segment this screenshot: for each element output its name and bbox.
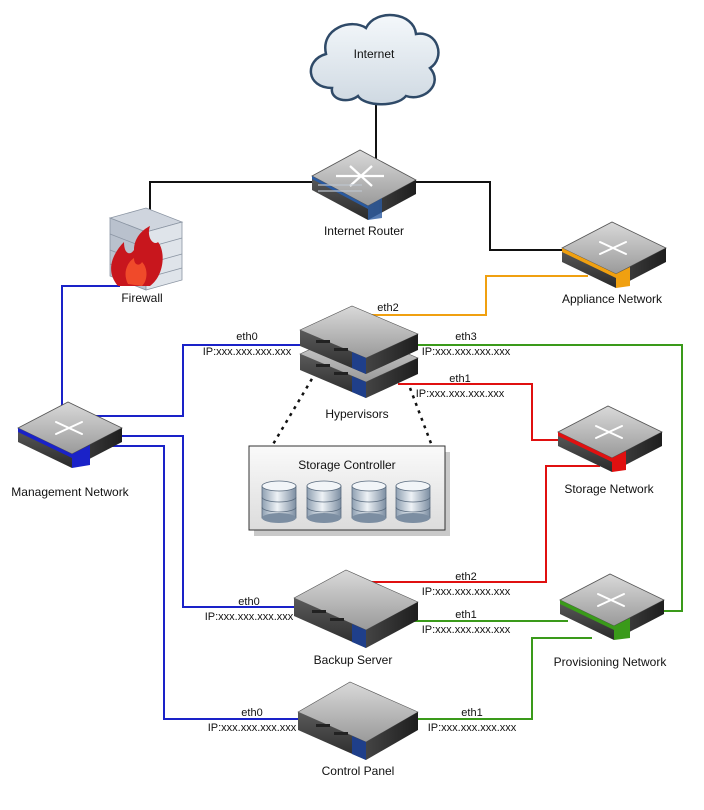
backup-server[interactable]: Backup Server bbox=[293, 569, 419, 667]
hyp-eth3-label: eth3 bbox=[455, 331, 476, 343]
control-panel-server[interactable]: Control Panel bbox=[297, 681, 419, 778]
storage-switch[interactable]: Storage Network bbox=[557, 405, 663, 496]
disk-icons bbox=[261, 480, 431, 523]
cp-eth0-label: eth0 bbox=[241, 707, 262, 719]
link-router-firewall bbox=[149, 181, 318, 222]
bk-eth1-label: eth1 bbox=[455, 609, 476, 621]
cp-eth1-label: eth1 bbox=[461, 707, 482, 719]
storage-controller[interactable]: Storage Controller bbox=[248, 445, 450, 536]
bk-eth2-ip: IP:xxx.xxx.xxx.xxx bbox=[422, 586, 511, 598]
link-router-appliance bbox=[412, 181, 568, 251]
cp-eth0-ip: IP:xxx.xxx.xxx.xxx bbox=[208, 722, 297, 734]
storage-network-label: Storage Network bbox=[564, 482, 654, 496]
provisioning-switch[interactable]: Provisioning Network bbox=[554, 573, 668, 669]
link-hypervisor-provisioning bbox=[408, 344, 683, 612]
control-panel-label: Control Panel bbox=[322, 764, 395, 778]
link-hypervisor-storage bbox=[398, 383, 570, 441]
storage-controller-links bbox=[270, 371, 434, 447]
internet-links bbox=[149, 100, 568, 251]
appliance-switch[interactable]: Appliance Network bbox=[561, 221, 667, 306]
link-firewall-management bbox=[61, 285, 120, 428]
management-links bbox=[61, 285, 300, 720]
cp-eth1-ip: IP:xxx.xxx.xxx.xxx bbox=[428, 722, 517, 734]
management-switch[interactable]: Management Network bbox=[11, 401, 130, 499]
hyp-eth0-label: eth0 bbox=[236, 331, 257, 343]
disk-icon bbox=[351, 480, 387, 523]
internet-label: Internet bbox=[354, 47, 395, 61]
bk-eth0-ip: IP:xxx.xxx.xxx.xxx bbox=[205, 611, 294, 623]
storage-controller-label: Storage Controller bbox=[298, 458, 395, 472]
hyp-eth2-label: eth2 bbox=[377, 302, 398, 314]
bk-eth2-label: eth2 bbox=[455, 571, 476, 583]
bk-eth0-label: eth0 bbox=[238, 596, 259, 608]
hypervisor-server-1 bbox=[299, 305, 419, 374]
link-management-control bbox=[95, 445, 300, 720]
backup-label: Backup Server bbox=[314, 653, 393, 667]
hypervisors-label: Hypervisors bbox=[325, 407, 388, 421]
internet-cloud[interactable]: Internet bbox=[309, 13, 440, 106]
flame-icon bbox=[111, 226, 163, 286]
provisioning-links bbox=[400, 344, 683, 720]
provisioning-label: Provisioning Network bbox=[554, 655, 668, 669]
appliance-label: Appliance Network bbox=[562, 292, 663, 306]
router-label: Internet Router bbox=[324, 224, 404, 238]
disk-icon bbox=[261, 480, 297, 523]
firewall-label: Firewall bbox=[121, 291, 162, 305]
link-control-provisioning bbox=[412, 637, 592, 720]
internet-router[interactable]: Internet Router bbox=[311, 149, 417, 238]
link-appliance-hypervisor bbox=[372, 275, 588, 316]
hyp-eth0-ip: IP:xxx.xxx.xxx.xxx bbox=[203, 346, 292, 358]
link-management-hypervisor bbox=[95, 344, 300, 417]
interface-labels: eth2 eth0 IP:xxx.xxx.xxx.xxx eth3 IP:xxx… bbox=[203, 302, 517, 734]
disk-icon bbox=[395, 480, 431, 523]
hypervisors[interactable]: Hypervisors bbox=[299, 305, 419, 421]
disk-icon bbox=[306, 480, 342, 523]
firewall[interactable]: Firewall bbox=[108, 207, 184, 305]
management-label: Management Network bbox=[11, 485, 129, 499]
hyp-eth3-ip: IP:xxx.xxx.xxx.xxx bbox=[422, 346, 511, 358]
link-storage-backup bbox=[372, 465, 600, 583]
hyp-eth1-label: eth1 bbox=[449, 373, 470, 385]
link-management-backup bbox=[95, 435, 300, 608]
hyp-eth1-ip: IP:xxx.xxx.xxx.xxx bbox=[416, 388, 505, 400]
bk-eth1-ip: IP:xxx.xxx.xxx.xxx bbox=[422, 624, 511, 636]
storage-links bbox=[372, 383, 600, 583]
router-arrows-icon bbox=[336, 165, 384, 187]
